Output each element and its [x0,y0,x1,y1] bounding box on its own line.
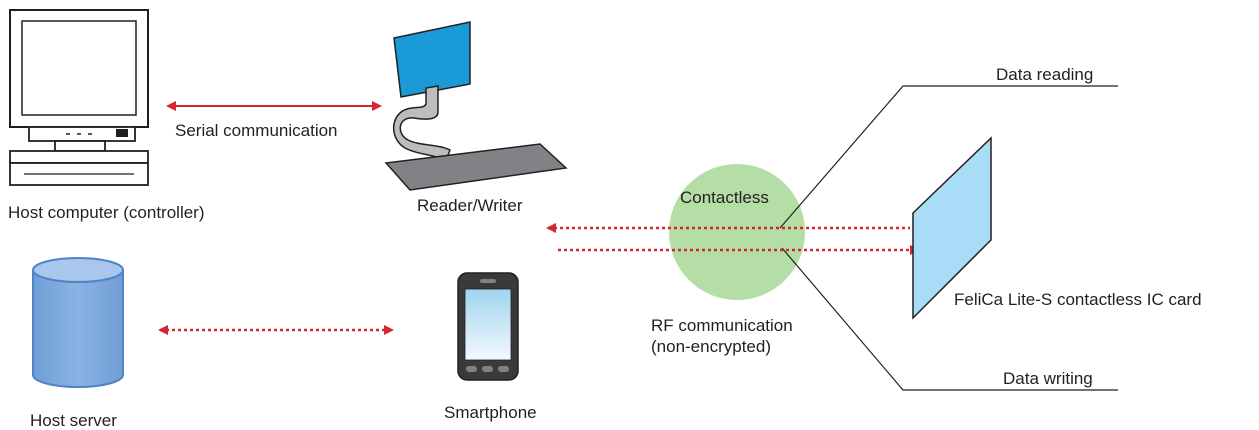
data-writing-label: Data writing [1003,369,1093,388]
host-computer-label: Host computer (controller) [8,203,205,222]
reader-writer-icon [384,21,568,191]
data-writing-leader [781,247,1118,391]
data-reading-leader [779,85,1118,229]
data-reading-label: Data reading [996,65,1093,84]
rf-communication-label: RF communication [651,316,793,335]
ic-card-label: FeliCa Lite-S contactless IC card [954,290,1202,309]
reader-writer-label: Reader/Writer [417,196,523,215]
server-icon [32,257,124,388]
computer-icon [9,9,149,186]
contactless-label: Contactless [680,188,769,207]
host-server-label: Host server [30,411,117,430]
rf-non-encrypted-label: (non-encrypted) [651,337,771,356]
smartphone-icon [457,272,519,381]
ic-card-icon [912,136,992,320]
rf-field [669,164,805,300]
smartphone-label: Smartphone [444,403,537,422]
serial-communication-label: Serial communication [175,121,338,140]
